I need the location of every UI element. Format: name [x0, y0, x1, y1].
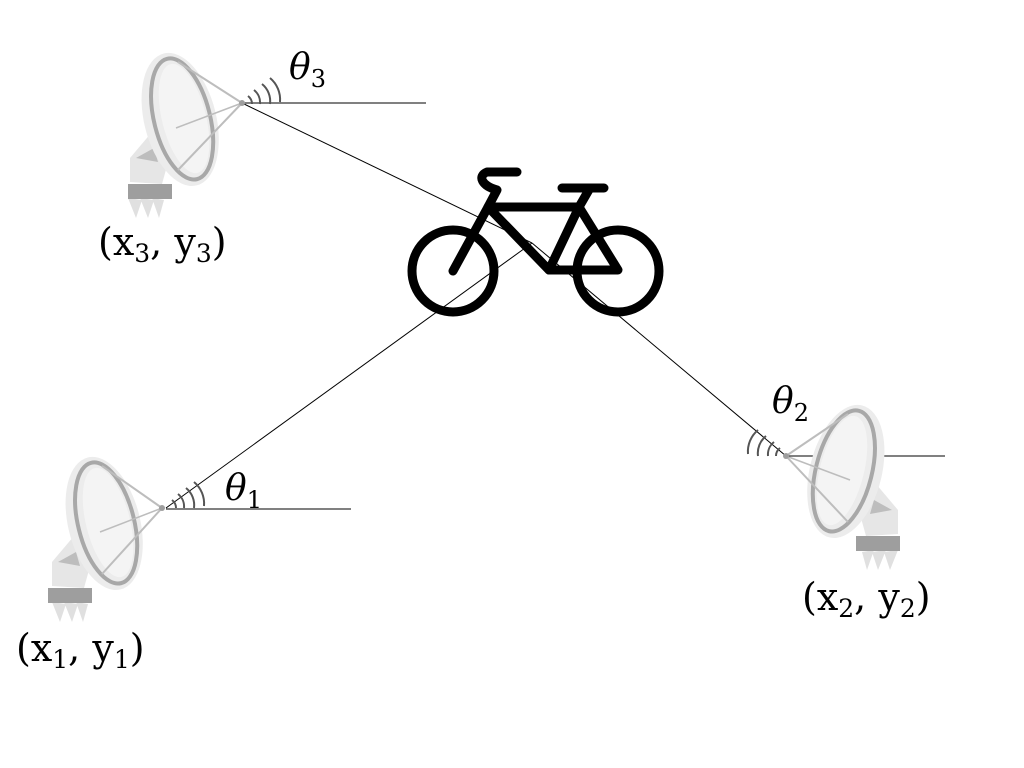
station-2-coords: (x2, y2)	[802, 575, 931, 623]
ray-station-1	[165, 242, 533, 509]
signal-waves-2	[746, 429, 781, 457]
station-1-coords: (x1, y1)	[16, 626, 145, 674]
angle-theta-2: θ2	[772, 381, 809, 427]
signal-waves-3	[247, 77, 282, 105]
angle-theta-3: θ3	[289, 47, 326, 93]
signal-waves-1	[171, 481, 206, 509]
satellite-dish-icon	[128, 52, 245, 218]
angle-theta-1: θ1	[225, 468, 262, 514]
satellite-dish-icon	[48, 456, 165, 622]
station-3-coords: (x3, y3)	[98, 220, 227, 268]
bicycle-icon	[407, 167, 664, 317]
satellite-dish-icon	[783, 404, 900, 570]
